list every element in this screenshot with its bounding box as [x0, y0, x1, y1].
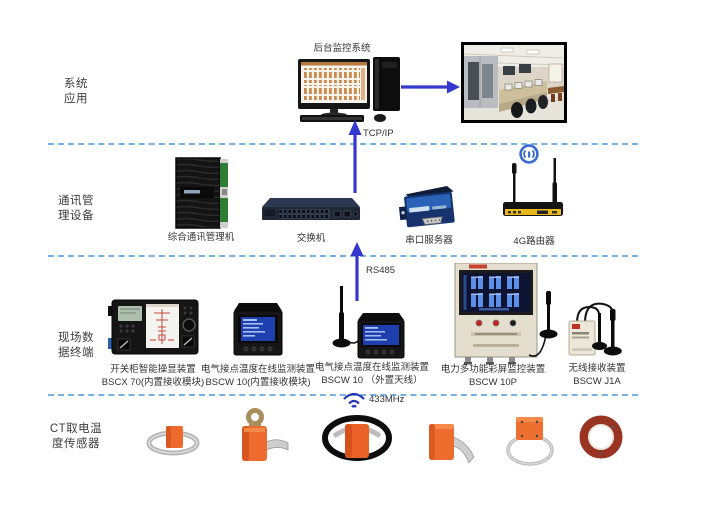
wireless-433mhz-icon	[341, 391, 367, 409]
device-label-serial-server: 串口服务器	[405, 235, 453, 246]
device-4g-router	[501, 158, 567, 226]
device-label-bscx70: 开关柜智能操显装置 BSCX 70(内置接收模块)	[101, 364, 205, 388]
backend-system-label: 后台监控系统	[313, 43, 371, 54]
arrow-right-icon	[401, 79, 461, 95]
arrow-up-rs485-icon	[348, 241, 366, 301]
device-serial-server	[399, 180, 459, 232]
layer-divider-3	[48, 394, 638, 396]
layer-divider-1	[48, 143, 638, 145]
device-ethernet-switch	[260, 194, 362, 226]
arrow-up-tcpip-icon	[346, 119, 364, 193]
layer-label-communication-equipment: 通讯管 理设备	[58, 195, 94, 222]
device-label-bscw10-internal: 电气接点温度在线监测装置 BSCW 10(内置接收模块)	[200, 364, 315, 388]
ct-sensor-loop-band	[503, 415, 561, 469]
device-bscw10-internal	[228, 301, 288, 359]
wireless-signal-icon	[519, 144, 539, 164]
device-label-bscw10-external: 电气接点温度在线监测装置 BSCW 10 （外置天线）	[314, 362, 429, 386]
layer-divider-2	[48, 255, 638, 257]
ct-sensor-band-right	[423, 417, 477, 469]
device-label-switch: 交换机	[296, 233, 326, 244]
rs485-label: RS485	[366, 265, 396, 276]
device-bscwj1a-receiver	[567, 299, 627, 361]
ct-sensor-clamp	[321, 412, 393, 464]
device-bscw10p-monitor	[449, 263, 561, 365]
ct-sensor-ring-tab	[230, 406, 290, 464]
backend-computer-illustration	[298, 55, 403, 123]
layer-label-field-data-terminals: 现场数 据终端	[58, 332, 94, 359]
layer-label-system-application: 系统 应用	[64, 78, 88, 105]
device-label-bscwj1a: 无线接收装置 BSCW J1A	[568, 363, 626, 387]
ct-sensor-ring	[577, 415, 627, 461]
device-bscw10-external	[328, 286, 408, 360]
device-label-comm-manager: 综合通讯管理机	[167, 232, 235, 243]
device-label-4g-router: 4G路由器	[513, 236, 555, 247]
device-comm-manager	[170, 156, 230, 232]
device-label-bscw10p: 电力多功能彩屏监控装置 BSCW 10P	[440, 364, 546, 388]
ct-sensor-band-side	[145, 421, 201, 459]
layer-label-ct-temperature-sensors: CT取电温 度传感器	[49, 423, 103, 450]
tcpip-label: TCP/IP	[363, 128, 394, 139]
control-room-photo	[461, 42, 567, 123]
device-bscx70-display	[106, 298, 202, 360]
frequency-label: 433MHz	[369, 394, 405, 405]
